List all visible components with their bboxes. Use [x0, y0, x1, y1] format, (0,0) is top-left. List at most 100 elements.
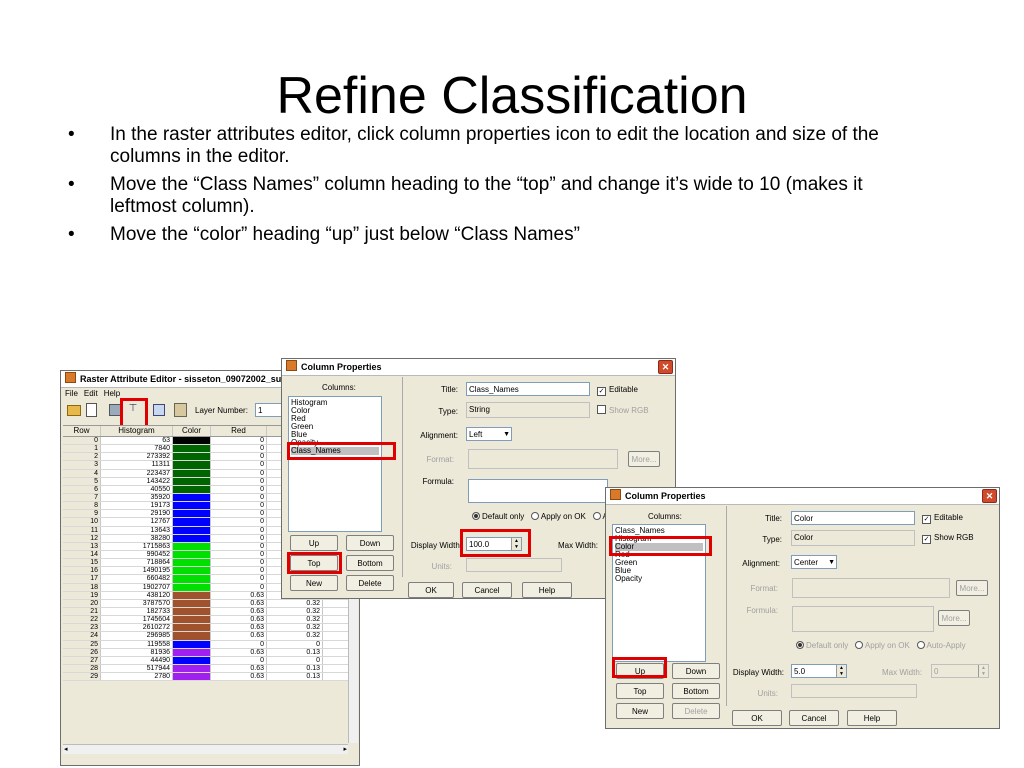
cell-histogram[interactable]: 1745604: [101, 616, 173, 624]
cell-row[interactable]: 7: [63, 493, 101, 502]
dialog1-new-button[interactable]: New: [290, 575, 338, 591]
dialog1-close-icon[interactable]: ✕: [658, 360, 673, 374]
cell-color-swatch[interactable]: [173, 510, 211, 518]
cell-color-swatch[interactable]: [173, 485, 211, 493]
cell-color-swatch[interactable]: [173, 673, 211, 681]
cell-row[interactable]: 24: [63, 632, 101, 640]
dialog1-radio-auto-icon[interactable]: [592, 512, 601, 520]
cell-color-swatch[interactable]: [173, 664, 211, 673]
cell-histogram[interactable]: 438120: [101, 591, 173, 599]
cell-red[interactable]: 0: [211, 493, 267, 502]
cell-red[interactable]: 0.63: [211, 607, 267, 616]
cell-color-swatch[interactable]: [173, 461, 211, 469]
cell-red[interactable]: 0: [211, 583, 267, 591]
cell-green[interactable]: 0.13: [267, 673, 323, 681]
dialog1-up-button[interactable]: Up: [290, 535, 338, 551]
dialog2-radio-apply-icon[interactable]: [854, 641, 863, 649]
cell-row[interactable]: 26: [63, 648, 101, 656]
cell-row[interactable]: 15: [63, 559, 101, 567]
cell-red[interactable]: 0.63: [211, 632, 267, 640]
cell-histogram[interactable]: 517944: [101, 664, 173, 673]
dialog1-title-field[interactable]: Class_Names: [466, 382, 590, 396]
cell-histogram[interactable]: 40550: [101, 485, 173, 493]
column-list-item[interactable]: Opacity: [615, 574, 643, 583]
cell-color-swatch[interactable]: [173, 575, 211, 583]
cell-row[interactable]: 6: [63, 485, 101, 493]
menu-edit[interactable]: Edit: [83, 389, 98, 398]
cell-row[interactable]: 28: [63, 664, 101, 673]
dialog2-help-button[interactable]: Help: [847, 710, 897, 726]
cell-histogram[interactable]: 296985: [101, 632, 173, 640]
dialog1-show-rgb-checkbox[interactable]: Show RGB: [597, 405, 649, 415]
dialog2-radio-auto-icon[interactable]: [916, 641, 925, 649]
cell-color-swatch[interactable]: [173, 502, 211, 510]
dialog2-alignment-chevron-down-icon[interactable]: ▼: [828, 559, 835, 566]
cell-color-swatch[interactable]: [173, 591, 211, 599]
dialog2-radio-default-icon[interactable]: [796, 641, 804, 649]
cell-row[interactable]: 25: [63, 640, 101, 648]
dialog2-cancel-button[interactable]: Cancel: [789, 710, 839, 726]
dialog2-alignment-select[interactable]: Center▼: [791, 555, 837, 569]
dialog1-more-button[interactable]: More...: [628, 451, 660, 467]
cell-histogram[interactable]: 1490195: [101, 567, 173, 575]
cell-red[interactable]: 0: [211, 567, 267, 575]
cell-row[interactable]: 17: [63, 575, 101, 583]
cell-color-swatch[interactable]: [173, 624, 211, 632]
cell-histogram[interactable]: 38280: [101, 534, 173, 542]
cell-color-swatch[interactable]: [173, 437, 211, 445]
cell-row[interactable]: 13: [63, 542, 101, 550]
dialog1-top-button[interactable]: Top: [290, 555, 338, 571]
cell-color-swatch[interactable]: [173, 648, 211, 656]
cell-row[interactable]: 9: [63, 510, 101, 518]
column-list-item[interactable]: Green: [291, 422, 314, 431]
dialog2-down-button[interactable]: Down: [672, 663, 720, 679]
cell-red[interactable]: 0: [211, 437, 267, 445]
dialog2-show-rgb-checkbox[interactable]: ✓Show RGB: [922, 533, 974, 544]
cell-color-swatch[interactable]: [173, 567, 211, 575]
dialog1-alignment-select[interactable]: Left▼: [466, 427, 512, 441]
cell-green[interactable]: 0: [267, 656, 323, 664]
cell-histogram[interactable]: 119558: [101, 640, 173, 648]
paste-icon[interactable]: [174, 403, 187, 417]
cell-color-swatch[interactable]: [173, 656, 211, 664]
copy-icon[interactable]: [153, 404, 165, 416]
cell-red[interactable]: 0: [211, 575, 267, 583]
cell-red[interactable]: 0: [211, 640, 267, 648]
cell-histogram[interactable]: 44490: [101, 656, 173, 664]
cell-green[interactable]: 0.32: [267, 632, 323, 640]
dialog2-bottom-button[interactable]: Bottom: [672, 683, 720, 699]
cell-histogram[interactable]: 1902707: [101, 583, 173, 591]
header-red[interactable]: Red: [211, 426, 267, 436]
cell-row[interactable]: 14: [63, 550, 101, 559]
cell-histogram[interactable]: 81936: [101, 648, 173, 656]
header-histogram[interactable]: Histogram: [101, 426, 173, 436]
cell-row[interactable]: 16: [63, 567, 101, 575]
cell-row[interactable]: 8: [63, 502, 101, 510]
cell-red[interactable]: 0: [211, 510, 267, 518]
cell-row[interactable]: 23: [63, 624, 101, 632]
cell-histogram[interactable]: 143422: [101, 477, 173, 485]
cell-color-swatch[interactable]: [173, 550, 211, 559]
cell-green[interactable]: 0.13: [267, 648, 323, 656]
cell-row[interactable]: 10: [63, 518, 101, 526]
dialog1-bottom-button[interactable]: Bottom: [346, 555, 394, 571]
dialog2-display-width-spinner-icon[interactable]: ▲▼: [836, 665, 846, 677]
cell-histogram[interactable]: 718864: [101, 559, 173, 567]
cell-red[interactable]: 0.63: [211, 664, 267, 673]
cell-histogram[interactable]: 3787570: [101, 599, 173, 607]
cell-red[interactable]: 0.63: [211, 624, 267, 632]
menu-file[interactable]: File: [65, 389, 78, 398]
cell-histogram[interactable]: 182733: [101, 607, 173, 616]
